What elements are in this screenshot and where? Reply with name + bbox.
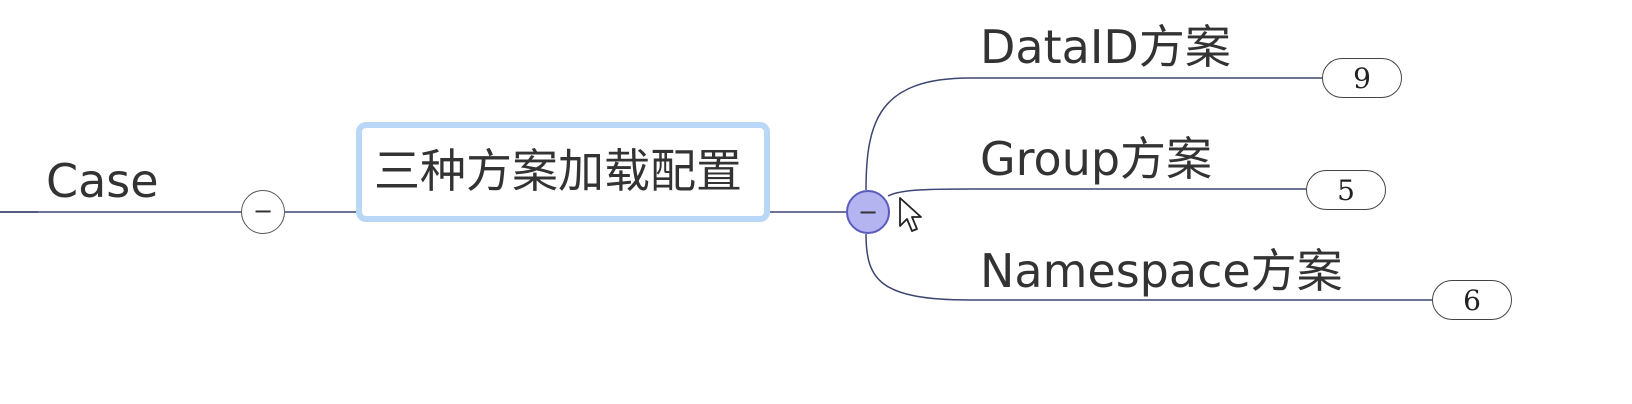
child-count-badge-dataid[interactable]: 9: [1322, 58, 1402, 98]
branch-connector-namespace: [865, 233, 1432, 301]
pointer-arrow-icon: [899, 197, 922, 232]
branch-node-namespace[interactable]: Namespace方案: [980, 244, 1343, 298]
minus-icon: −: [857, 198, 879, 226]
minus-icon: −: [252, 197, 274, 225]
branch-node-group[interactable]: Group方案: [980, 132, 1213, 186]
child-count-badge-group[interactable]: 5: [1306, 170, 1386, 210]
collapse-toggle-left[interactable]: −: [241, 190, 285, 234]
branch-connector-dataid: [865, 77, 1322, 191]
branch-node-dataid[interactable]: DataID方案: [980, 20, 1231, 74]
branch-connector-group: [887, 188, 1306, 197]
central-topic-label: 三种方案加载配置: [374, 144, 742, 198]
child-count-badge-namespace[interactable]: 6: [1432, 280, 1512, 320]
central-topic[interactable]: 三种方案加载配置: [356, 122, 770, 222]
root-node-case[interactable]: Case: [46, 154, 159, 208]
collapse-toggle-central[interactable]: −: [846, 190, 890, 234]
